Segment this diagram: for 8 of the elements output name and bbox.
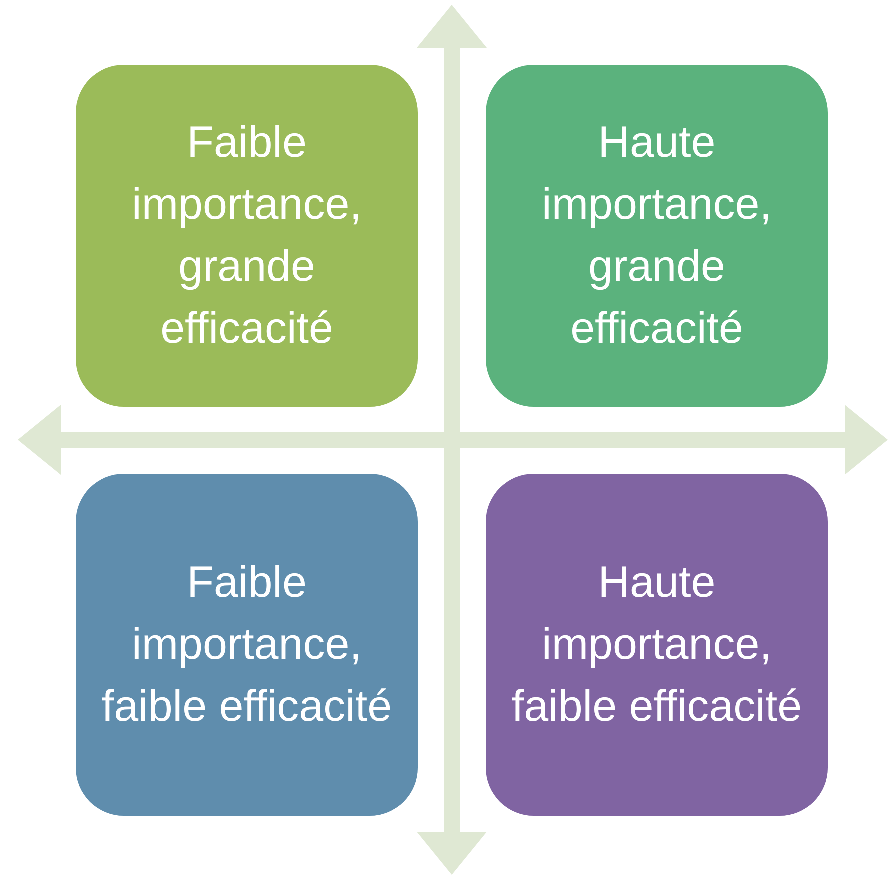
quadrant-label: Haute importance, grande efficacité <box>541 117 773 355</box>
quadrant-box <box>486 474 828 816</box>
quadrant-box <box>76 65 418 407</box>
quadrant-label: Faible importance, grande efficacité <box>131 117 363 355</box>
quadrant-box <box>76 474 418 816</box>
quadrant-box <box>486 65 828 407</box>
quadrant-label: Haute importance, faible efficacité <box>510 557 804 733</box>
quadrant-label: Faible importance, faible efficacité <box>100 557 394 733</box>
